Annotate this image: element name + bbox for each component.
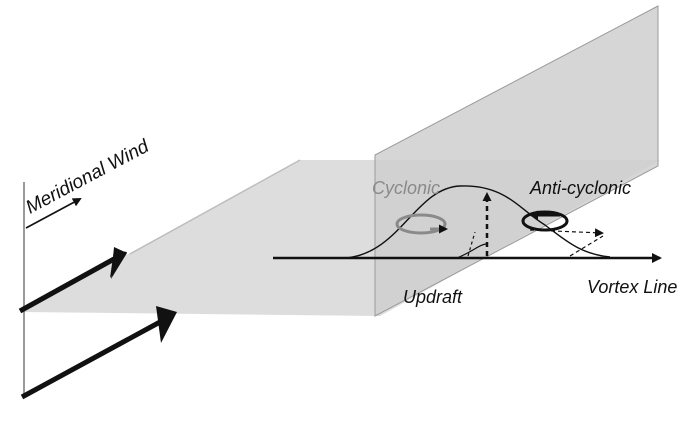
updraft-label: Updraft: [403, 287, 463, 307]
meridional-wind-arrow-icon: [25, 198, 82, 229]
updraft-side-dashed: [467, 231, 476, 257]
vortex-line-label: Vortex Line: [587, 277, 677, 297]
anti-cyclonic-rotation-icon: [521, 210, 569, 232]
anti-cyclonic-label: Anti-cyclonic: [529, 178, 631, 198]
updraft-leader-line: [456, 243, 488, 259]
cyclonic-rotation-icon: [395, 213, 448, 235]
vertical-plane: [374, 5, 659, 317]
meridional-wind-label: Meridional Wind: [22, 135, 153, 218]
ground-plane-edge: [129, 159, 301, 255]
wind-arrow-icon: [18, 247, 127, 314]
cyclonic-label: Cyclonic: [372, 178, 440, 198]
wind-arrow-icon: [20, 306, 177, 400]
anti-cyclonic-dashed-vector: [529, 228, 604, 238]
